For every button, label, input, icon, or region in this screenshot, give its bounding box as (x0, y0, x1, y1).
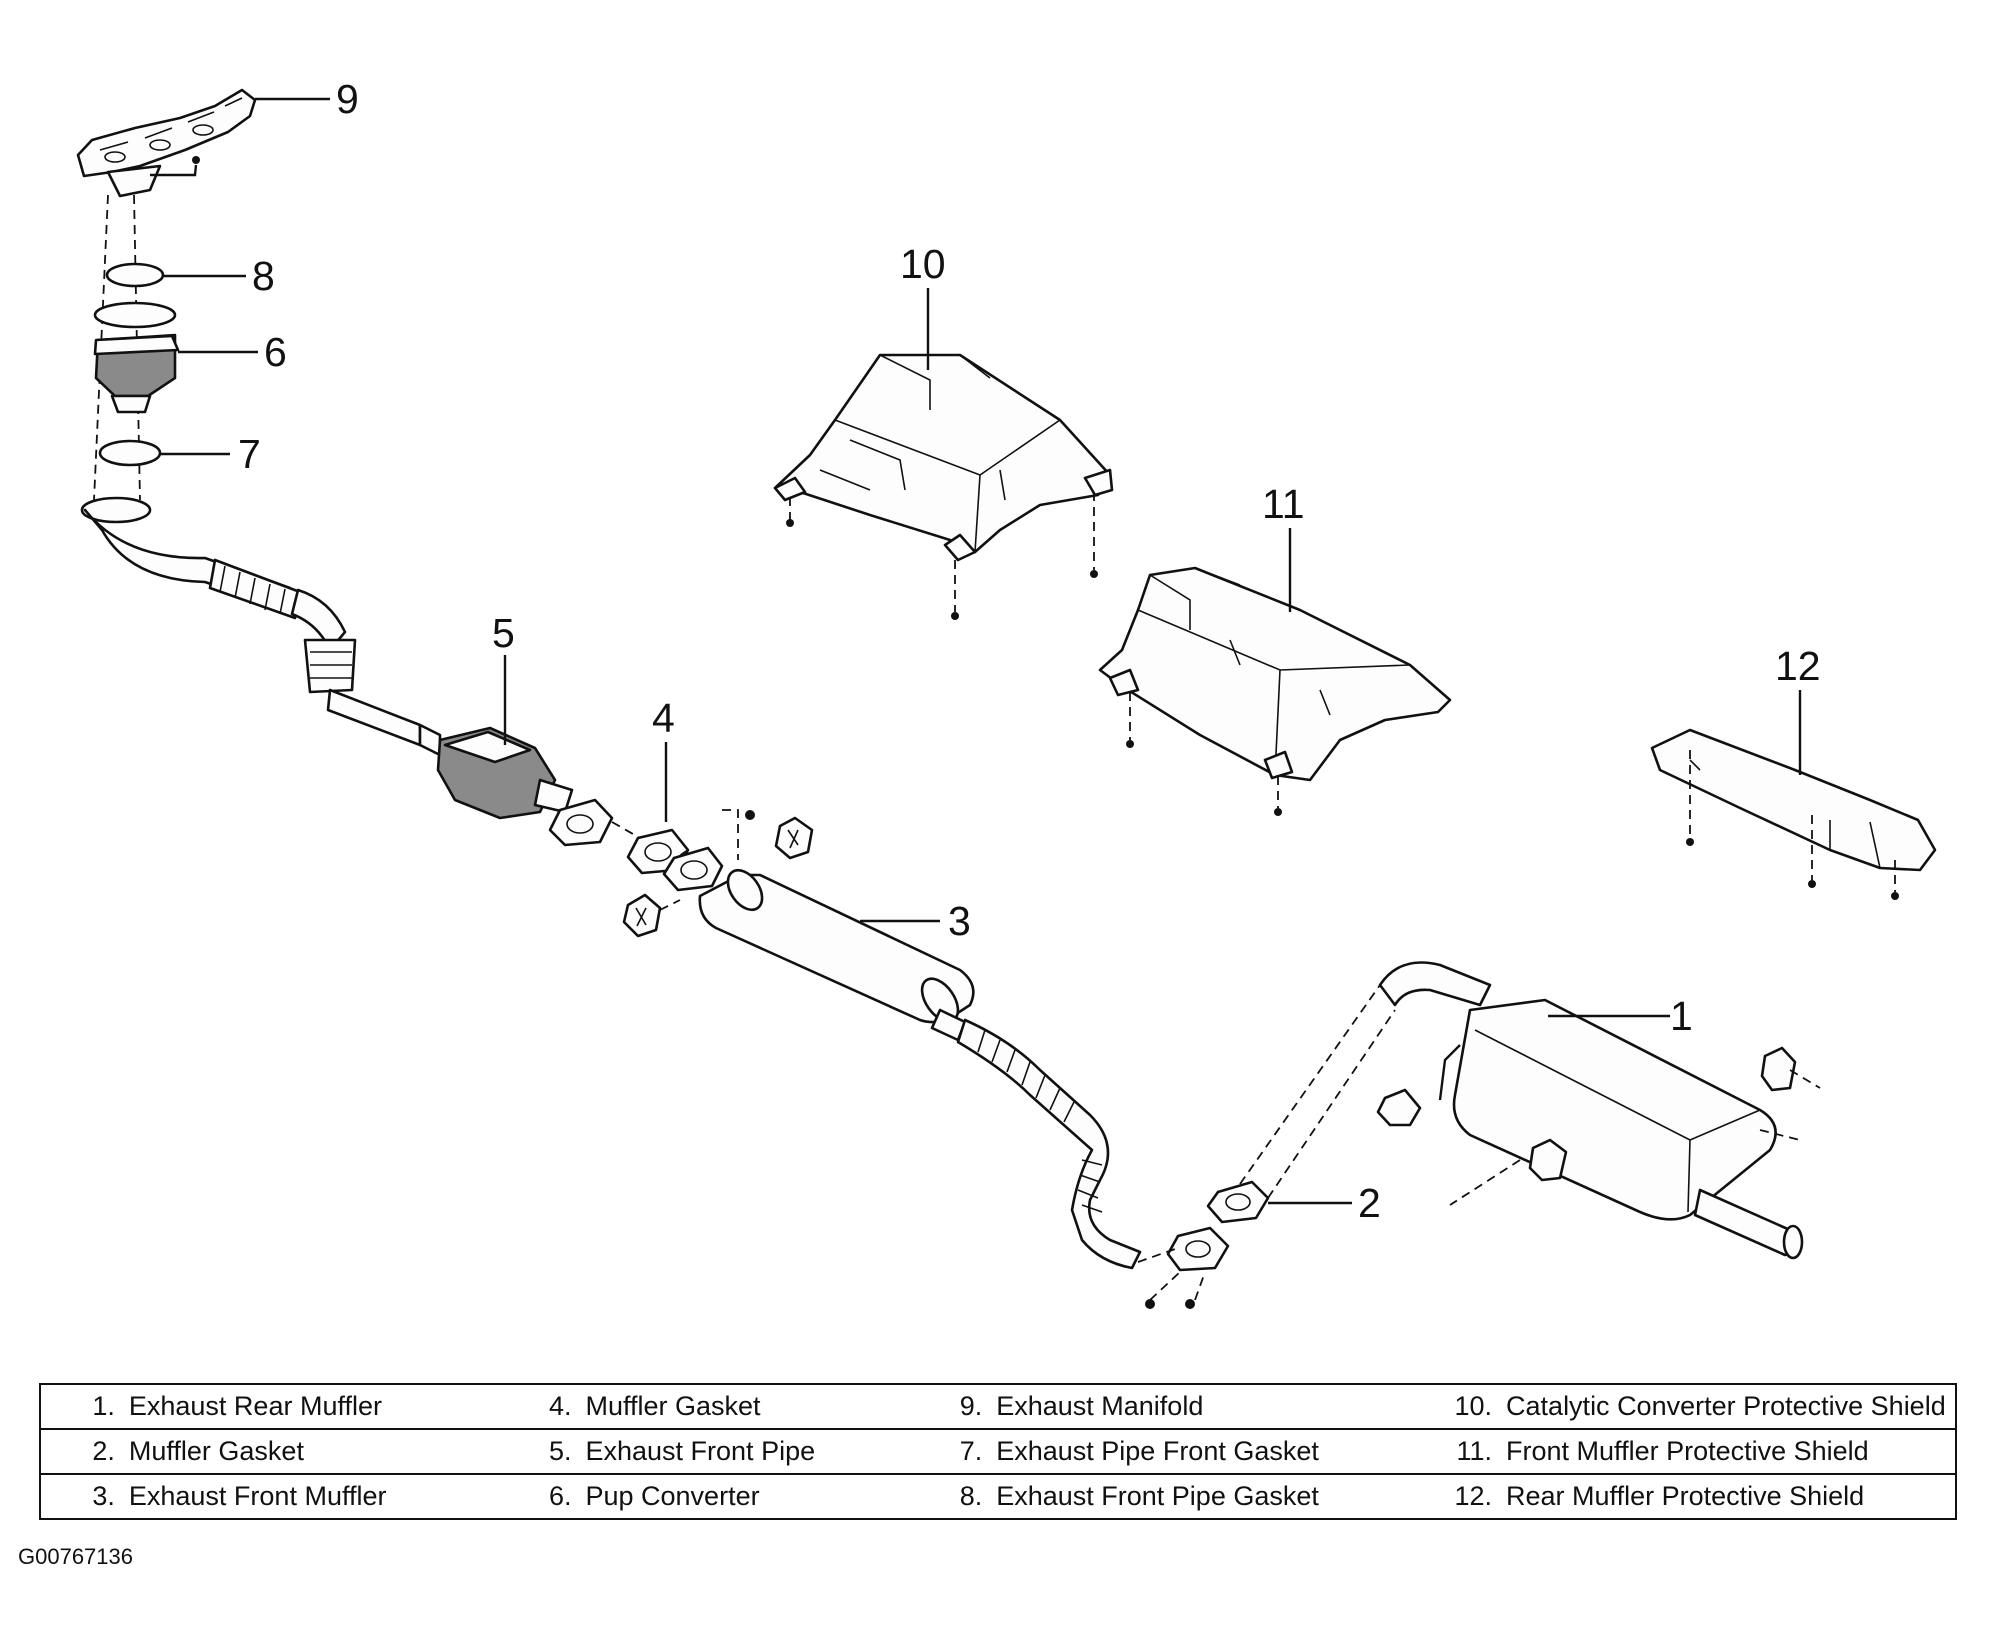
legend-part-name: Exhaust Pipe Front Gasket (996, 1428, 1399, 1474)
legend-row: 2. Muffler Gasket 5. Exhaust Front Pipe … (40, 1428, 1956, 1474)
legend-number: 1. (92, 1391, 115, 1421)
callout-1: 1 (1670, 993, 1693, 1039)
catalytic-converter-protective-shield (773, 353, 1114, 620)
callout-12: 12 (1775, 643, 1821, 689)
legend-number: 12. (1398, 1473, 1507, 1519)
legend-number: 3. (40, 1473, 129, 1519)
pup-converter (93, 301, 180, 414)
legend-row: 1. Exhaust Rear Muffler 4. Muffler Gaske… (40, 1384, 1956, 1429)
legend-number: 8. (890, 1473, 997, 1519)
figure-id: G00767136 (18, 1544, 133, 1569)
exhaust-rear-muffler (1376, 961, 1821, 1260)
legend-number: 7. (890, 1428, 997, 1474)
legend-part-name: Exhaust Manifold (996, 1391, 1204, 1421)
legend-part-name: Front Muffler Protective Shield (1506, 1428, 1956, 1474)
legend-part-name: Exhaust Front Muffler (128, 1473, 496, 1519)
muffler-gasket-2 (1137, 984, 1396, 1309)
callout-11: 11 (1262, 481, 1305, 527)
muffler-gasket-4 (548, 798, 814, 938)
callout-4: 4 (652, 695, 675, 741)
callout-9: 9 (336, 76, 359, 122)
legend-number: 4. (548, 1391, 572, 1421)
exhaust-front-muffler (698, 868, 975, 1042)
callout-3: 3 (948, 898, 971, 944)
parts-legend-table: 1. Exhaust Rear Muffler 4. Muffler Gaske… (39, 1383, 1957, 1520)
callout-10: 10 (900, 241, 946, 287)
intermediate-pipe (956, 1018, 1142, 1270)
callout-8: 8 (252, 253, 275, 299)
legend-number: 9. (959, 1391, 983, 1421)
legend-part-name: Exhaust Front Pipe Gasket (996, 1473, 1399, 1519)
legend-number: 6. (495, 1473, 586, 1519)
exhaust-system-diagram: 1 2 3 4 5 6 7 8 9 10 11 12 (76, 76, 1937, 1309)
legend-part-name: Muffler Gasket (128, 1428, 496, 1474)
legend-number: 5. (495, 1428, 586, 1474)
legend-part-name: Exhaust Rear Muffler (128, 1391, 382, 1421)
exhaust-front-pipe (80, 496, 574, 820)
legend-number: 11. (1398, 1428, 1507, 1474)
front-muffler-protective-shield (1098, 566, 1452, 816)
callout-5: 5 (492, 610, 515, 656)
legend-part-name: Pup Converter (585, 1473, 891, 1519)
legend-part-name: Exhaust Front Pipe (585, 1428, 891, 1474)
callout-6: 6 (264, 329, 287, 375)
callout-7: 7 (238, 431, 261, 477)
exhaust-front-pipe-gasket (105, 262, 165, 288)
legend-number: 10. (1454, 1391, 1493, 1421)
legend-part-name: Catalytic Converter Protective Shield (1506, 1391, 1946, 1421)
legend-part-name: Muffler Gasket (585, 1391, 761, 1421)
exhaust-pipe-front-gasket (98, 439, 162, 467)
callout-2: 2 (1358, 1180, 1381, 1226)
exhaust-manifold (76, 88, 257, 198)
legend-part-name: Rear Muffler Protective Shield (1506, 1473, 1956, 1519)
rear-muffler-protective-shield (1650, 728, 1937, 900)
legend-row: 3. Exhaust Front Muffler 6. Pup Converte… (40, 1473, 1956, 1519)
legend-number: 2. (40, 1428, 129, 1474)
